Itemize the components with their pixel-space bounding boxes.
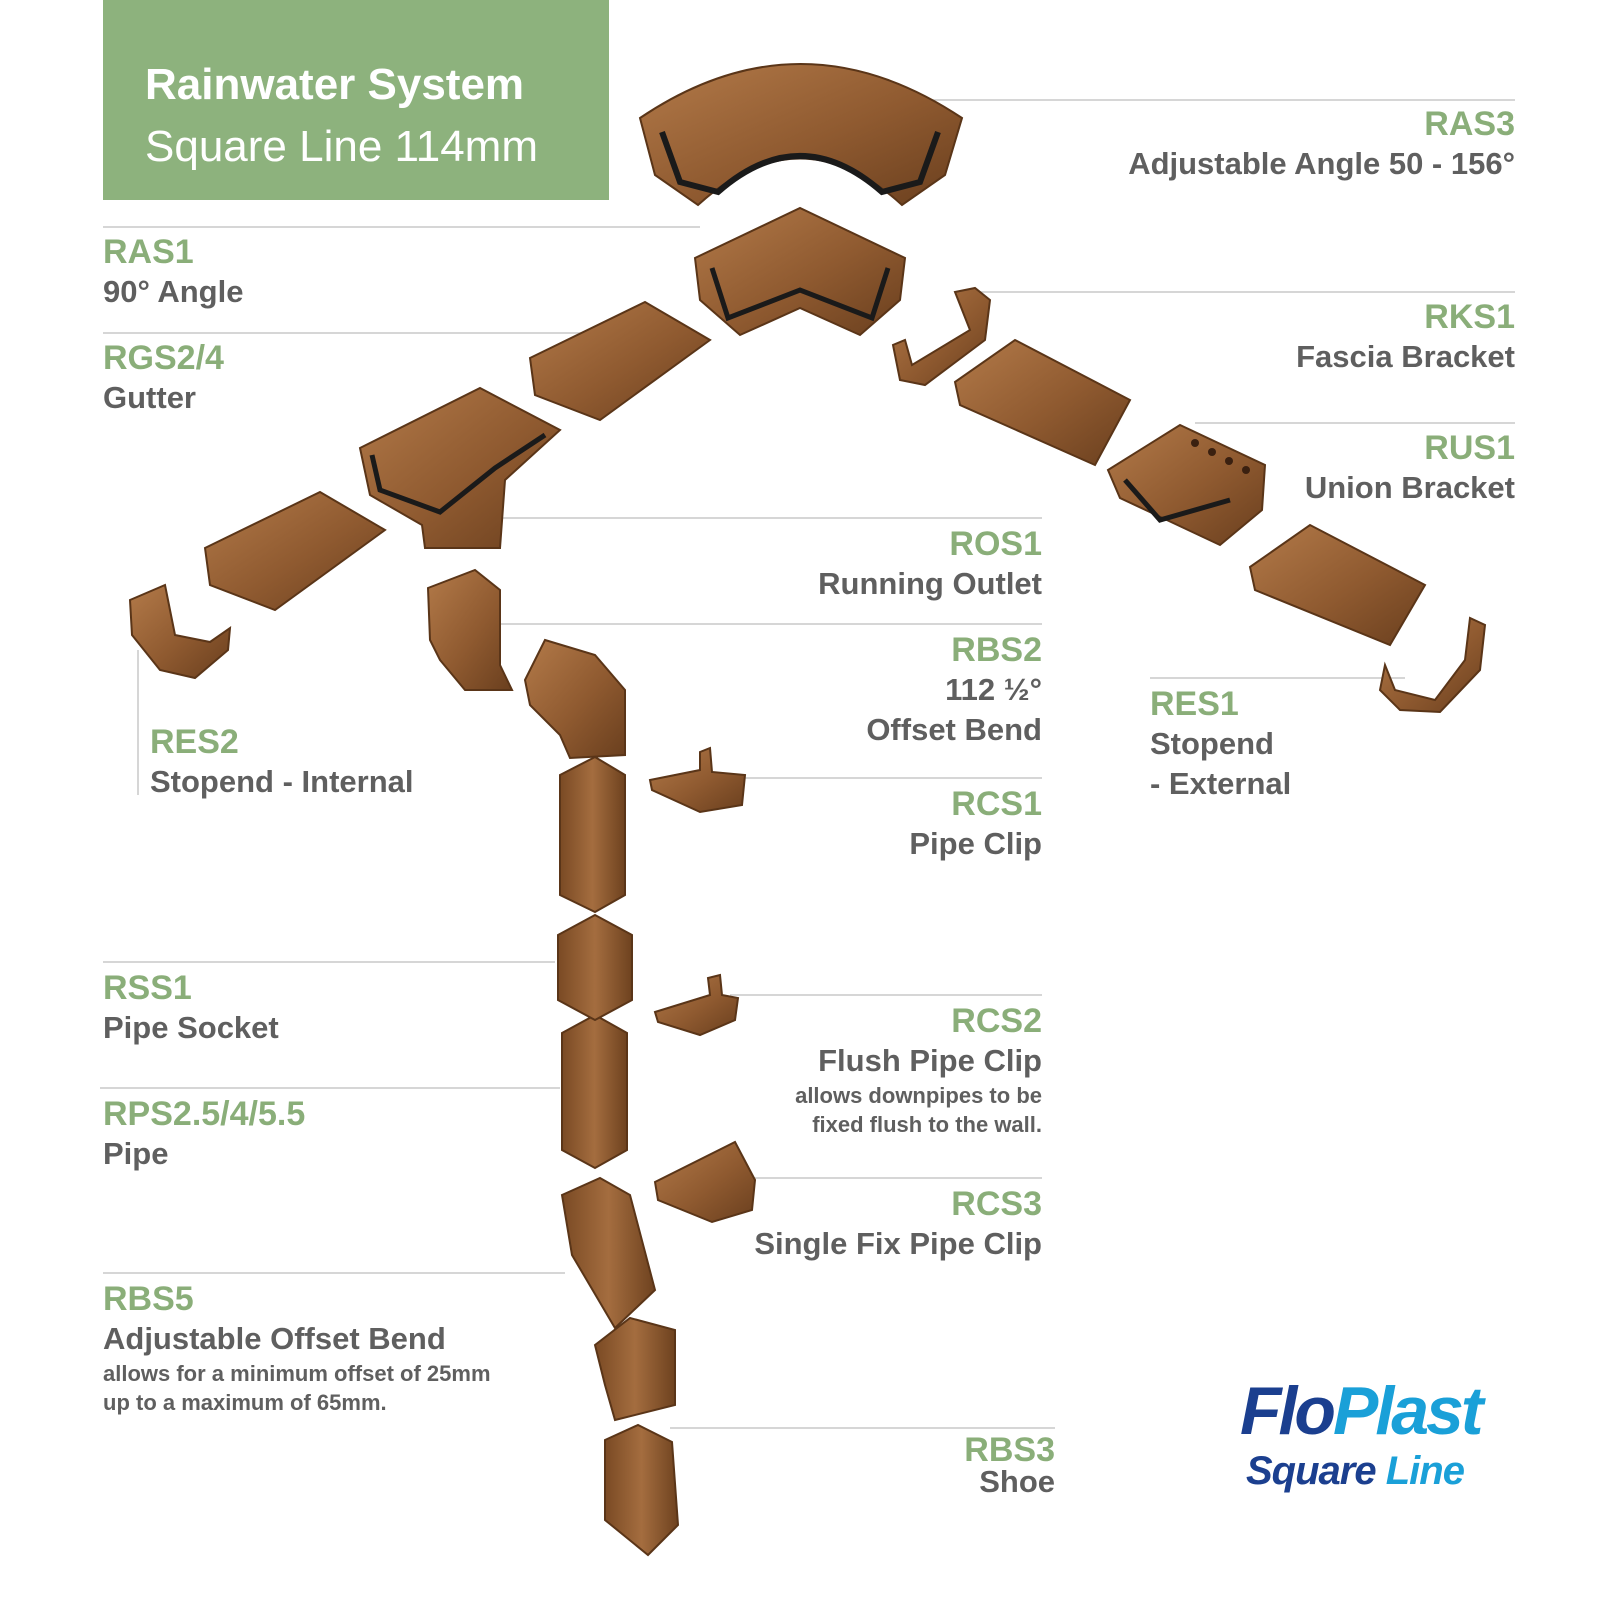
part-rcs2-shape (653, 973, 740, 1037)
part-rus1-shape (1106, 423, 1267, 547)
page-subtitle: Square Line 114mm (145, 122, 538, 171)
label-rus1: RUS1 Union Bracket (1304, 429, 1515, 505)
part-res2-shape (128, 583, 232, 680)
part-pipe-shape (559, 755, 628, 1170)
part-res1-shape (1378, 616, 1487, 714)
label-rcs1: RCS1 Pipe Clip (909, 785, 1042, 861)
logo-product-line: Square Line (1246, 1449, 1465, 1493)
part-rcs3-shape (653, 1140, 757, 1224)
label-rbs2: RBS2 112 ½° Offset Bend (866, 631, 1042, 747)
header-panel: Rainwater System Square Line 114mm (103, 0, 609, 200)
label-rks1: RKS1 Fascia Bracket (1296, 298, 1515, 374)
label-ras3: RAS3 Adjustable Angle 50 - 156° (1128, 105, 1515, 181)
leader-lines (100, 99, 1515, 1429)
part-ras1-shape (693, 206, 907, 337)
label-ros1: ROS1 Running Outlet (818, 525, 1042, 601)
part-rbs5-shape (560, 1176, 676, 1422)
part-rss1-shape (557, 913, 633, 1022)
floplast-logo: FloPlast Square Line (1240, 1375, 1530, 1495)
page-title: Rainwater System (145, 60, 525, 109)
part-rbs2-shape (426, 568, 626, 760)
label-rcs3: RCS3 Single Fix Pipe Clip (754, 1185, 1042, 1261)
label-rbs5: RBS5 Adjustable Offset Bend allows for a… (103, 1280, 491, 1415)
label-res1: RES1 Stopend - External (1150, 685, 1292, 801)
label-rps: RPS2.5/4/5.5 Pipe (103, 1095, 306, 1171)
part-ras3-shape (638, 63, 964, 207)
part-rcs1-shape (648, 746, 747, 814)
label-res2: RES2 Stopend - Internal (150, 723, 414, 799)
label-rbs3: RBS3 Shoe (964, 1431, 1055, 1499)
label-rss1: RSS1 Pipe Socket (103, 969, 279, 1045)
label-rgs: RGS2/4 Gutter (103, 339, 224, 415)
label-rcs2: RCS2 Flush Pipe Clip allows downpipes to… (795, 1002, 1042, 1137)
part-rbs3-shape (604, 1423, 680, 1557)
label-ras1: RAS1 90° Angle (103, 233, 244, 309)
part-ros1-shape (358, 386, 562, 549)
logo-brand: FloPlast (1240, 1373, 1483, 1449)
part-gutter-shapes (203, 300, 1427, 647)
part-rks1-shape (891, 286, 992, 387)
